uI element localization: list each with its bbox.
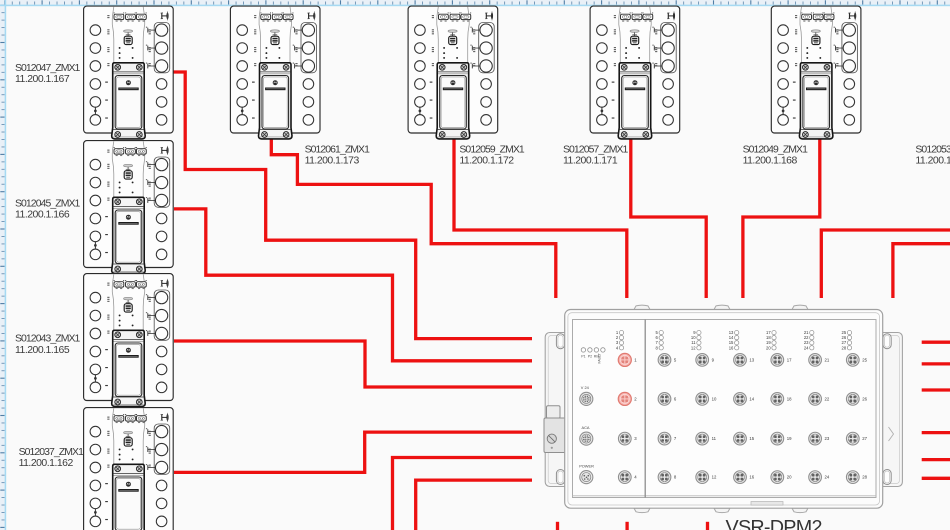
svg-text:21: 21 bbox=[825, 358, 830, 363]
svg-text:24: 24 bbox=[825, 475, 830, 480]
svg-text:26: 26 bbox=[862, 397, 867, 402]
svg-text:25: 25 bbox=[862, 358, 867, 363]
svg-text:7: 7 bbox=[674, 436, 677, 441]
svg-text:14: 14 bbox=[749, 397, 754, 402]
svg-text:VSR-DPM2: VSR-DPM2 bbox=[726, 517, 822, 530]
svg-text:10: 10 bbox=[712, 397, 717, 402]
svg-text:14: 14 bbox=[729, 335, 734, 340]
svg-text:19: 19 bbox=[787, 436, 792, 441]
svg-text:8: 8 bbox=[674, 475, 677, 480]
svg-text:1: 1 bbox=[634, 358, 637, 363]
svg-text:7: 7 bbox=[656, 340, 659, 345]
svg-text:13: 13 bbox=[729, 330, 734, 335]
svg-text:11.200.1.172: 11.200.1.172 bbox=[459, 156, 514, 167]
svg-text:POWER: POWER bbox=[579, 464, 594, 469]
svg-text:24: 24 bbox=[804, 345, 809, 350]
svg-text:11.200.1.162: 11.200.1.162 bbox=[19, 458, 74, 469]
svg-text:16: 16 bbox=[749, 475, 754, 480]
svg-text:23: 23 bbox=[825, 436, 830, 441]
svg-text:P2: P2 bbox=[588, 355, 592, 359]
svg-text:18: 18 bbox=[787, 397, 792, 402]
svg-text:11.200.1.169: 11.200.1.169 bbox=[915, 156, 950, 167]
svg-text:ACA: ACA bbox=[582, 425, 590, 430]
svg-text:6: 6 bbox=[656, 335, 659, 340]
svg-text:16: 16 bbox=[729, 345, 734, 350]
svg-text:3: 3 bbox=[634, 436, 637, 441]
svg-text:1: 1 bbox=[616, 330, 619, 335]
svg-text:20: 20 bbox=[787, 475, 792, 480]
svg-text:4: 4 bbox=[616, 345, 619, 350]
svg-text:6: 6 bbox=[674, 397, 677, 402]
svg-text:S012059_ZMX1: S012059_ZMX1 bbox=[459, 144, 525, 155]
svg-text:V 24: V 24 bbox=[581, 385, 590, 390]
svg-text:11.200.1.168: 11.200.1.168 bbox=[743, 156, 798, 167]
svg-text:S012053_ZMX1: S012053_ZMX1 bbox=[915, 144, 950, 155]
svg-text:17: 17 bbox=[766, 330, 771, 335]
svg-text:4: 4 bbox=[634, 475, 637, 480]
svg-text:P1: P1 bbox=[581, 355, 585, 359]
svg-text:12: 12 bbox=[691, 345, 696, 350]
svg-text:23: 23 bbox=[804, 340, 809, 345]
svg-text:11: 11 bbox=[691, 340, 696, 345]
svg-text:8: 8 bbox=[656, 345, 659, 350]
svg-text:11: 11 bbox=[712, 436, 717, 441]
svg-text:19: 19 bbox=[766, 340, 771, 345]
svg-text:11.200.1.167: 11.200.1.167 bbox=[15, 74, 70, 85]
svg-text:10: 10 bbox=[691, 335, 696, 340]
svg-text:5: 5 bbox=[656, 330, 659, 335]
svg-text:2: 2 bbox=[634, 397, 637, 402]
svg-text:3: 3 bbox=[616, 340, 619, 345]
svg-text:28: 28 bbox=[842, 345, 847, 350]
svg-text:S012043_ZMX1: S012043_ZMX1 bbox=[15, 334, 81, 345]
svg-text:11.200.1.173: 11.200.1.173 bbox=[305, 156, 360, 167]
svg-text:S012045_ZMX1: S012045_ZMX1 bbox=[15, 199, 81, 210]
svg-text:11.200.1.166: 11.200.1.166 bbox=[15, 210, 70, 221]
svg-text:11.200.1.165: 11.200.1.165 bbox=[15, 345, 70, 356]
svg-text:28: 28 bbox=[862, 475, 867, 480]
svg-text:22: 22 bbox=[804, 335, 809, 340]
svg-text:15: 15 bbox=[749, 436, 754, 441]
svg-text:S012037_ZMX1: S012037_ZMX1 bbox=[19, 447, 85, 458]
svg-text:S012057_ZMX1: S012057_ZMX1 bbox=[563, 144, 629, 155]
svg-text:27: 27 bbox=[842, 340, 847, 345]
svg-text:S012049_ZMX1: S012049_ZMX1 bbox=[743, 144, 809, 155]
svg-text:17: 17 bbox=[787, 358, 792, 363]
svg-text:20: 20 bbox=[766, 345, 771, 350]
svg-text:S012061_ZMX1: S012061_ZMX1 bbox=[305, 144, 371, 155]
svg-text:11.200.1.171: 11.200.1.171 bbox=[563, 156, 618, 167]
svg-text:S012047_ZMX1: S012047_ZMX1 bbox=[15, 63, 81, 74]
svg-text:5: 5 bbox=[674, 358, 677, 363]
svg-text:12: 12 bbox=[712, 475, 717, 480]
svg-text:21: 21 bbox=[804, 330, 809, 335]
svg-text:26: 26 bbox=[842, 335, 847, 340]
svg-text:9: 9 bbox=[712, 358, 715, 363]
svg-text:FAULT: FAULT bbox=[598, 353, 602, 363]
svg-text:27: 27 bbox=[862, 436, 867, 441]
svg-text:13: 13 bbox=[749, 358, 754, 363]
svg-text:18: 18 bbox=[766, 335, 771, 340]
svg-text:25: 25 bbox=[842, 330, 847, 335]
svg-text:2: 2 bbox=[616, 335, 619, 340]
svg-text:15: 15 bbox=[729, 340, 734, 345]
svg-text:9: 9 bbox=[693, 330, 696, 335]
svg-text:RM: RM bbox=[594, 355, 600, 359]
svg-text:22: 22 bbox=[825, 397, 830, 402]
